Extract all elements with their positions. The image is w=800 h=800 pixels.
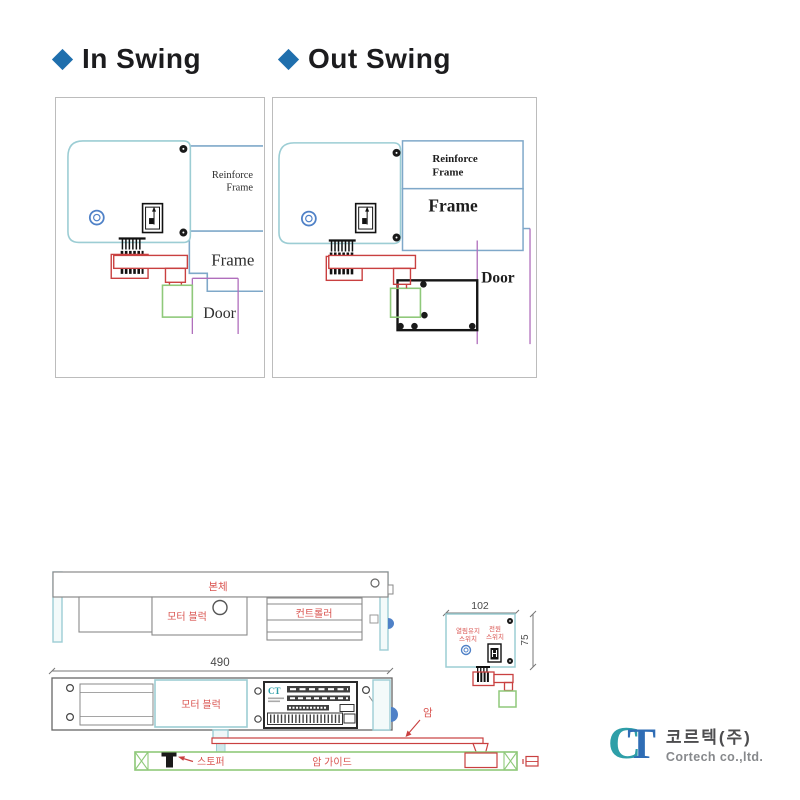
arm	[472, 671, 514, 692]
arm-arrow	[405, 719, 421, 737]
arm-label: 암	[423, 707, 433, 719]
diamond-bullet-icon	[51, 48, 74, 70]
dim-490: 490	[210, 657, 229, 669]
motor-block-label: 모터 블럭	[167, 611, 207, 623]
out-swing-diagram: Reinforce Frame Frame Door	[272, 97, 537, 378]
reinforce-frame-label: Reinforce	[432, 153, 477, 165]
ct-logo-icon: C T	[608, 717, 656, 768]
motor-block-label: 모터 블럭	[181, 699, 221, 711]
arm-assembly: 스토퍼 암 가이드 암	[134, 707, 539, 771]
operator-unit-body	[278, 142, 402, 245]
motor-block	[151, 596, 248, 636]
frame-profile-lines	[401, 140, 531, 252]
hold-open-knob-icon	[300, 210, 317, 227]
arm-guide-label: 암 가이드	[312, 757, 352, 769]
tab	[387, 584, 394, 595]
plan-view: 본체 모터 블럭 컨트롤러	[52, 571, 394, 651]
width-dimension: 102	[442, 600, 520, 617]
power-switch-label: 전원	[489, 624, 501, 633]
arm	[325, 254, 417, 289]
width-dimension: 490	[48, 657, 394, 675]
technical-drawings: 본체 모터 블럭 컨트롤러 490 모터 블럭	[48, 571, 539, 771]
company-name-english: Cortech co.,ltd.	[665, 749, 764, 764]
diamond-bullet-icon	[277, 48, 300, 70]
logo-letter-t: T	[627, 721, 656, 768]
hole	[212, 599, 228, 616]
body-label: 본체	[208, 581, 227, 593]
board-logo: CT	[268, 686, 281, 696]
company-name: 코르텍(주) Cortech co.,ltd.	[666, 723, 763, 764]
hold-open-switch-label: 스위치	[459, 634, 477, 643]
out-swing-header: Out Swing	[277, 41, 451, 77]
out-swing-title: Out Swing	[308, 43, 451, 74]
power-switch-icon	[487, 643, 502, 663]
in-swing-title: In Swing	[82, 43, 202, 74]
spindle	[476, 666, 490, 682]
slider-block	[464, 752, 498, 769]
rail-end-hatch	[134, 751, 518, 771]
side-view: 102 열림유지 스위치 전원 스위치 75	[442, 600, 537, 708]
power-switch-icon	[141, 202, 164, 234]
hold-open-knob-icon	[88, 209, 105, 226]
reinforce-frame-label: Reinforce	[212, 170, 254, 181]
power-switch-label: 스위치	[486, 632, 504, 641]
logo-letter-c: C	[608, 717, 642, 768]
reinforce-frame-label: Frame	[226, 183, 253, 194]
controller-label: 컨트롤러	[296, 608, 333, 620]
hole	[370, 578, 380, 588]
knob-bump	[388, 618, 394, 629]
arm-bracket	[161, 284, 194, 318]
screw-icon	[66, 683, 371, 723]
controller-board: CT	[263, 681, 358, 729]
controller-block	[266, 597, 363, 641]
stopper-arrow	[178, 756, 194, 763]
knob-bump	[391, 707, 399, 722]
arm	[110, 253, 189, 286]
reinforce-frame-label: Frame	[432, 167, 463, 179]
in-swing-header: In Swing	[51, 41, 202, 77]
mounting-screw-icon	[507, 618, 513, 664]
spindle	[328, 239, 356, 275]
door-label: Door	[481, 269, 515, 286]
left-compartment	[79, 683, 154, 726]
frame-label: Frame	[428, 196, 478, 216]
frame-profile-lines	[188, 145, 264, 293]
arm-bar	[211, 737, 484, 745]
operator-unit-body	[67, 140, 192, 244]
dim-75: 75	[520, 634, 531, 646]
door-leaf-screw-icon	[397, 281, 476, 330]
arm-bracket	[498, 690, 517, 708]
end-connector	[522, 755, 539, 767]
power-switch-icon	[354, 202, 377, 234]
clip	[369, 614, 379, 624]
arm-bracket	[389, 287, 422, 318]
mounting-screw-icon	[392, 148, 401, 242]
unit-side	[445, 613, 516, 668]
door-label: Door	[203, 305, 236, 322]
frame-label: Frame	[211, 250, 254, 269]
dim-102: 102	[471, 600, 489, 612]
stopper	[161, 752, 177, 768]
height-dimension: 75	[520, 610, 537, 671]
hold-open-switch-label: 열림유지	[456, 626, 480, 635]
front-view: 490 모터 블럭 CT	[48, 657, 399, 755]
mounting-screw-icon	[179, 144, 188, 237]
compartment	[78, 596, 153, 633]
company-name-korean: 코르텍(주)	[665, 727, 752, 747]
hold-open-knob-icon	[460, 644, 472, 656]
company-logo: C T 코르텍(주) Cortech co.,ltd.	[608, 717, 763, 768]
motor-block	[154, 679, 248, 728]
end-cap	[372, 679, 391, 731]
in-swing-diagram: Reinforce Frame Frame Door	[55, 97, 265, 378]
stopper-label: 스토퍼	[197, 756, 225, 768]
